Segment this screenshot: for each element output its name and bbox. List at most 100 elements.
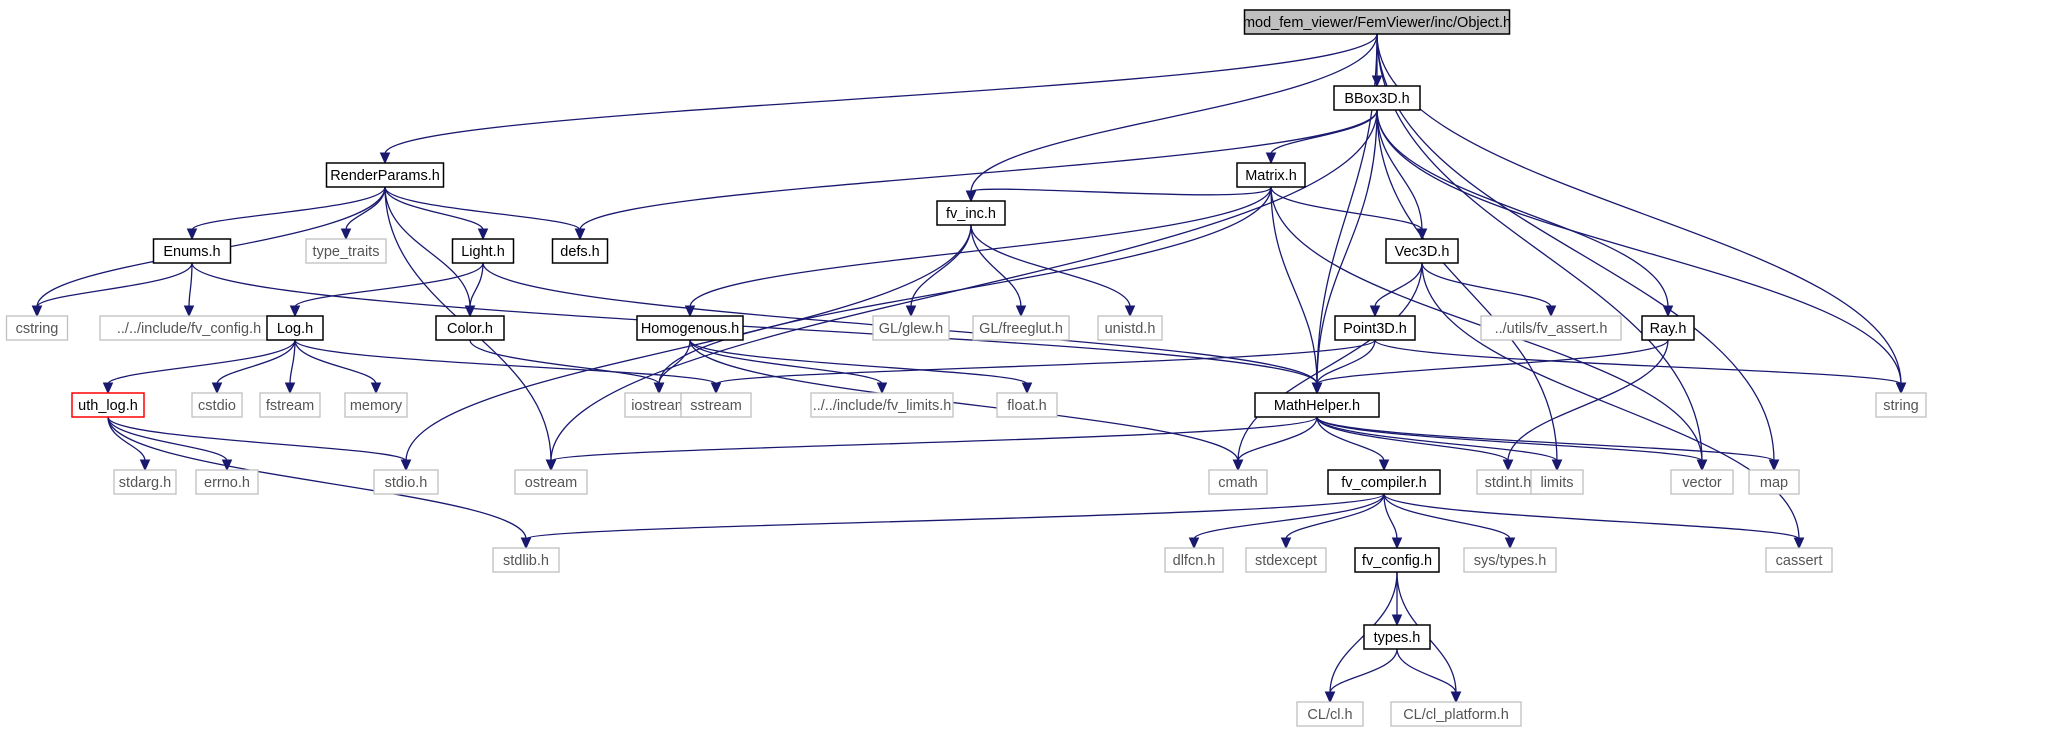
node-light-h[interactable]: Light.h xyxy=(451,238,515,264)
node-gl-freeglut-h[interactable]: GL/freeglut.h xyxy=(972,315,1070,341)
edge-log-h-to-memory xyxy=(294,339,377,385)
node-renderparams-h[interactable]: RenderParams.h xyxy=(325,162,445,188)
node-label: type_traits xyxy=(313,244,380,260)
node-box xyxy=(99,315,279,341)
node-fv-config-h[interactable]: fv_config.h xyxy=(1354,547,1440,573)
node-box xyxy=(1875,392,1927,418)
edge-arrowhead xyxy=(102,382,114,395)
node-fstream[interactable]: fstream xyxy=(259,392,321,418)
node-box xyxy=(1641,315,1695,341)
node-map[interactable]: map xyxy=(1748,469,1800,495)
node-box xyxy=(936,200,1006,226)
edge-renderparams-h-to-type-traits xyxy=(345,186,386,231)
edge-arrowhead xyxy=(1324,691,1336,704)
edge-point3d-h-to-sstream xyxy=(715,339,1376,385)
node-enums-h[interactable]: Enums.h xyxy=(152,238,232,264)
node-stdio-h[interactable]: stdio.h xyxy=(373,469,439,495)
node-stdlib-h[interactable]: stdlib.h xyxy=(492,547,560,573)
node-cl-platform-h[interactable]: CL/cl_platform.h xyxy=(1390,701,1522,727)
edge-mathhelper-h-to-ostream xyxy=(550,416,1318,462)
node-box xyxy=(325,162,445,188)
node-cstdio[interactable]: cstdio xyxy=(191,392,243,418)
node-uth-log-h[interactable]: uth_log.h xyxy=(71,392,145,418)
edge-enums-h-to-cstring xyxy=(36,262,193,308)
edge-arrowhead xyxy=(1391,614,1403,627)
node-mathhelper-h[interactable]: MathHelper.h xyxy=(1254,392,1380,418)
node-float-h[interactable]: float.h xyxy=(996,392,1058,418)
node-limits[interactable]: limits xyxy=(1530,469,1584,495)
node-bbox3d-h[interactable]: BBox3D.h xyxy=(1333,85,1421,111)
node-object-h[interactable]: mod_fem_viewer/FemViewer/inc/Object.h xyxy=(1243,9,1511,35)
node-label: iostream xyxy=(631,398,687,414)
node-box xyxy=(1748,469,1800,495)
node-type-traits[interactable]: type_traits xyxy=(305,238,387,264)
node-vec3d-h[interactable]: Vec3D.h xyxy=(1385,238,1459,264)
edge-ray-h-to-stdint-h xyxy=(1507,339,1669,462)
edge-uth-log-h-to-stdlib-h xyxy=(107,416,527,540)
edge-fv-inc-h-to-stdio-h xyxy=(405,224,972,462)
node-label: cmath xyxy=(1218,475,1258,491)
node-fv-config-rel[interactable]: ../../include/fv_config.h xyxy=(99,315,279,341)
node-stdexcept[interactable]: stdexcept xyxy=(1245,547,1327,573)
node-stdint-h[interactable]: stdint.h xyxy=(1476,469,1540,495)
edge-point3d-h-to-mathhelper-h xyxy=(1316,339,1376,385)
node-point3d-h[interactable]: Point3D.h xyxy=(1334,315,1416,341)
node-sys-types-h[interactable]: sys/types.h xyxy=(1463,547,1557,573)
node-log-h[interactable]: Log.h xyxy=(266,315,324,341)
node-memory[interactable]: memory xyxy=(344,392,408,418)
node-sstream[interactable]: sstream xyxy=(680,392,752,418)
node-box xyxy=(1245,547,1327,573)
node-label: unistd.h xyxy=(1105,321,1156,337)
edge-bbox3d-h-to-mathhelper-h xyxy=(1316,109,1378,385)
node-types-h[interactable]: types.h xyxy=(1363,624,1431,650)
node-box xyxy=(1463,547,1557,573)
node-label: GL/glew.h xyxy=(879,321,944,337)
node-cstring[interactable]: cstring xyxy=(5,315,69,341)
node-label: Light.h xyxy=(461,244,505,260)
node-color-h[interactable]: Color.h xyxy=(435,315,505,341)
node-matrix-h[interactable]: Matrix.h xyxy=(1236,162,1306,188)
node-fv-assert-h[interactable]: ../utils/fv_assert.h xyxy=(1480,315,1622,341)
node-layer: mod_fem_viewer/FemViewer/inc/Object.hRen… xyxy=(5,9,1927,727)
edge-arrowhead xyxy=(1378,459,1390,472)
node-ostream[interactable]: ostream xyxy=(514,469,588,495)
edge-arrowhead xyxy=(284,382,296,395)
edge-arrowhead xyxy=(876,382,888,395)
node-unistd-h[interactable]: unistd.h xyxy=(1097,315,1163,341)
edge-light-h-to-log-h xyxy=(294,262,484,308)
node-vector[interactable]: vector xyxy=(1670,469,1734,495)
node-fv-limits-rel[interactable]: ../../include/fv_limits.h xyxy=(810,392,954,418)
node-cassert[interactable]: cassert xyxy=(1765,547,1833,573)
node-cmath[interactable]: cmath xyxy=(1208,469,1268,495)
node-stdarg-h[interactable]: stdarg.h xyxy=(113,469,177,495)
node-errno-h[interactable]: errno.h xyxy=(195,469,259,495)
edge-bbox3d-h-to-defs-h xyxy=(579,109,1378,231)
node-label: sstream xyxy=(690,398,742,414)
node-fv-inc-h[interactable]: fv_inc.h xyxy=(936,200,1006,226)
node-box xyxy=(195,469,259,495)
node-label: cstdio xyxy=(198,398,236,414)
node-homogenous-h[interactable]: Homogenous.h xyxy=(636,315,744,341)
node-ray-h[interactable]: Ray.h xyxy=(1641,315,1695,341)
edge-arrowhead xyxy=(139,459,151,472)
node-dlfcn-h[interactable]: dlfcn.h xyxy=(1164,547,1224,573)
node-box xyxy=(191,392,243,418)
edge-light-h-to-color-h xyxy=(469,262,484,308)
node-label: fv_compiler.h xyxy=(1341,475,1426,491)
node-box xyxy=(1480,315,1622,341)
node-fv-compiler-h[interactable]: fv_compiler.h xyxy=(1327,469,1441,495)
edge-mathhelper-h-to-map xyxy=(1316,416,1775,462)
node-gl-glew-h[interactable]: GL/glew.h xyxy=(872,315,950,341)
node-box xyxy=(1333,85,1421,111)
edge-arrowhead xyxy=(965,190,977,203)
node-label: vector xyxy=(1682,475,1722,491)
node-cl-cl-h[interactable]: CL/cl.h xyxy=(1296,701,1364,727)
node-label: MathHelper.h xyxy=(1274,398,1360,414)
node-box xyxy=(1765,547,1833,573)
edge-enums-h-to-mathhelper-h xyxy=(191,262,1318,385)
edge-mathhelper-h-to-stdint-h xyxy=(1316,416,1509,462)
node-label: ../../include/fv_config.h xyxy=(117,321,261,337)
node-defs-h[interactable]: defs.h xyxy=(551,238,609,264)
node-string[interactable]: string xyxy=(1875,392,1927,418)
edge-arrowhead xyxy=(1768,459,1780,472)
